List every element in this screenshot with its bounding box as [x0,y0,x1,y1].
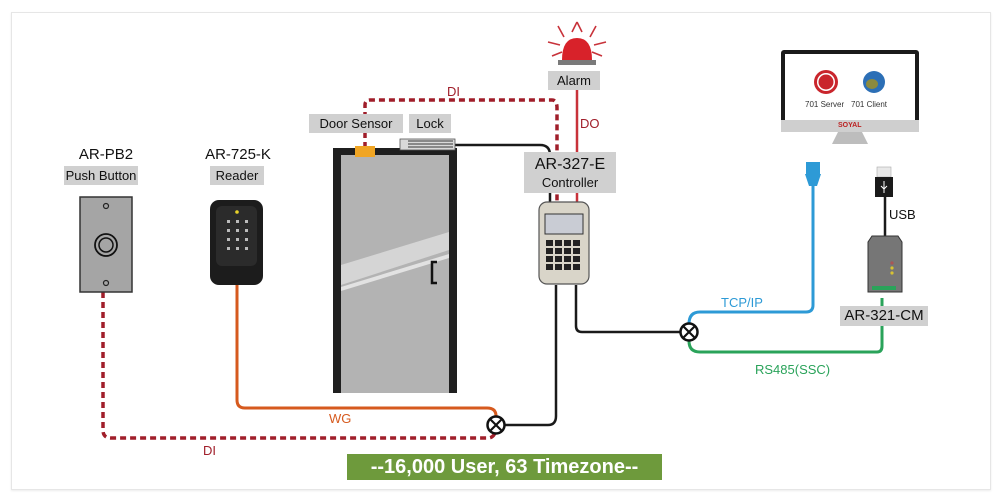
di-top-label: DI [447,84,460,99]
wg-label: WG [329,411,352,426]
alarm-tag: Alarm [548,71,600,90]
capacity-banner: --16,000 User, 63 Timezone-- [347,454,662,480]
client-label: 701 Client [851,100,888,109]
push-button-device [79,196,133,293]
server-label: 701 Server [805,100,845,109]
door-sensor-tag: Door Sensor [309,114,403,133]
computer-device [781,50,919,144]
tcpip-label: TCP/IP [721,295,763,310]
network-junction-icon [679,322,699,342]
wg-wire [235,285,498,417]
usb-plug-icon [875,166,893,197]
rs485-label: RS485(SSC) [755,362,831,377]
controller-device [538,201,590,285]
push-button-model: AR-PB2 [78,146,134,163]
push-button-tag: Push Button [64,166,138,185]
tcpip-wire [687,185,815,325]
door-device [333,138,457,393]
monitor-brand: SOYAL [838,122,862,129]
controller-model: AR-327-E [534,156,606,173]
controller-network-wire [574,285,680,334]
do-label: DO [580,116,600,131]
converter-model: AR-321-CM [840,306,928,326]
reader-device [210,200,263,285]
usb-label: USB [889,207,916,222]
controller-tag: Controller [541,175,599,190]
reader-tag: Reader [210,166,264,185]
reader-model: AR-725-K [205,146,271,163]
controller-box [524,152,616,193]
di-bottom-label: DI [203,443,216,458]
rj45-plug-icon [805,162,821,186]
alarm-icon [547,21,607,65]
converter-device [867,235,903,293]
lock-tag: Lock [409,114,451,133]
di-wire-top [363,98,559,205]
rs485-wire [687,298,884,354]
bottom-junction-icon [486,415,506,435]
controller-bottom-wire [505,285,558,427]
